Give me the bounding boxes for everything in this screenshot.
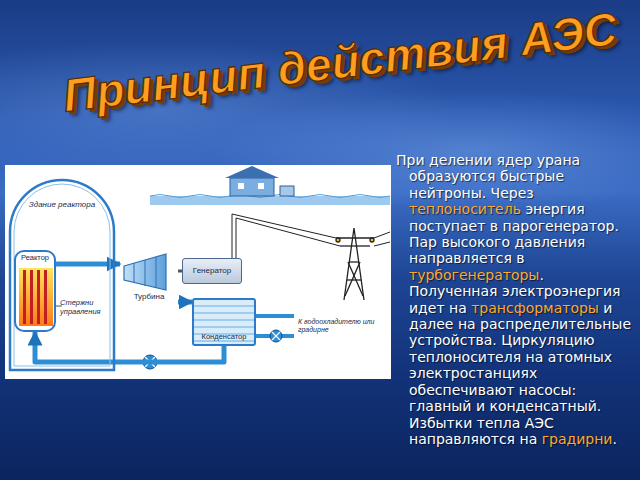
note-label: К водоохладителю или градирне: [298, 318, 384, 334]
part-label: Стержни управления: [60, 299, 112, 316]
condenser-box: Конденсатор: [192, 298, 256, 346]
reactor-building: Здание реактораРеактор: [8, 178, 116, 372]
body-text: При делении ядер урана образуются быстры…: [396, 152, 580, 201]
node-label: Здание реактора: [8, 200, 116, 209]
highlight-term: трансформаторы: [471, 300, 599, 316]
node-label: Конденсатор: [194, 332, 254, 341]
node-label: Реактор: [16, 253, 54, 262]
body-text: .: [612, 431, 616, 447]
generator-box: Генератор: [182, 258, 242, 284]
turbine: Турбина: [120, 248, 178, 306]
transmission-tower: [336, 228, 374, 300]
highlight-term: теплоноситель: [409, 201, 521, 217]
coolant-pipe: [178, 300, 192, 305]
node-label: Турбина: [120, 292, 178, 301]
turbine-icon: [124, 254, 166, 290]
power-line: [232, 214, 390, 258]
description-text: При делении ядер урана образуются быстры…: [396, 152, 632, 447]
highlight-term: градирни: [542, 431, 613, 447]
slide-title: Принцип действия АЭС: [60, 1, 620, 123]
reactor-vessel: Реактор: [14, 250, 56, 332]
body-text: и далее на распределительные устройства.…: [409, 300, 631, 447]
node-label: Генератор: [183, 266, 241, 275]
house-icon: [225, 166, 294, 196]
highlight-term: турбогенераторы: [409, 267, 539, 283]
diagram-panel: [5, 165, 391, 379]
